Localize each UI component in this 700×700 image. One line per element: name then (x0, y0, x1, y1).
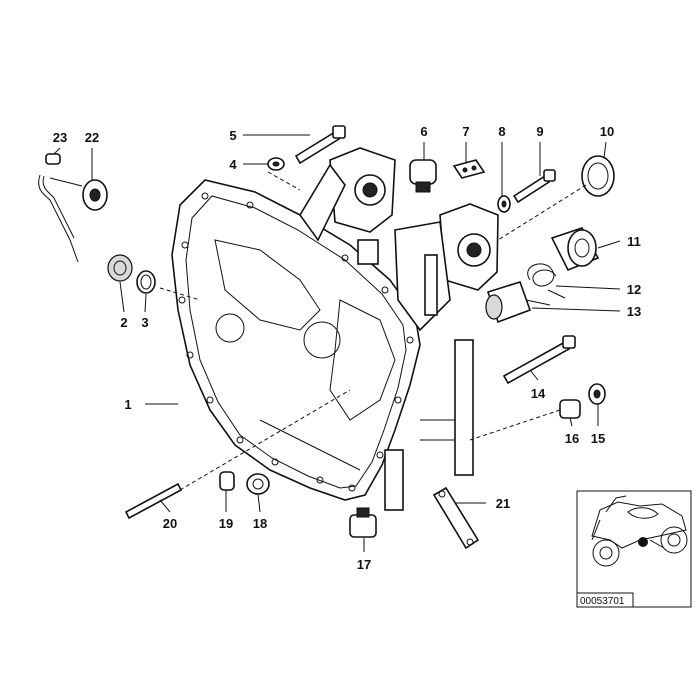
part-3-seal-ring (136, 270, 156, 294)
part-12-spring (527, 263, 566, 299)
callout-18: 18 (253, 516, 267, 531)
part-16-sleeve (559, 399, 581, 419)
callout-19: 19 (219, 516, 233, 531)
part-5-bolt (294, 125, 346, 165)
callout-21: 21 (496, 496, 510, 511)
callout-1: 1 (124, 397, 131, 412)
callout-5: 5 (229, 128, 236, 143)
callout-6: 6 (420, 124, 427, 139)
part-18-bushing (246, 473, 270, 495)
inset-code: 00053701 (580, 596, 625, 607)
part-9-bolt (512, 169, 556, 204)
inset-thumbnail: 00053701 (576, 490, 692, 608)
leader-lines (53, 134, 621, 552)
part-21-bracket (432, 486, 480, 550)
callout-8: 8 (498, 124, 505, 139)
motorcycle-outline-icon (591, 495, 688, 567)
part-11-bearing (550, 227, 600, 272)
callout-12: 12 (627, 282, 641, 297)
part-10-seal (581, 155, 615, 197)
part-22-sensor (38, 174, 108, 263)
part-2-plug (107, 254, 133, 282)
part-4-washer (267, 157, 285, 171)
part-20-rod (124, 482, 183, 520)
part-13-shift-lever (485, 281, 551, 324)
callout-11: 11 (627, 234, 641, 249)
part-8-washer (497, 195, 511, 213)
part-14-long-bolt (502, 335, 576, 385)
location-marker-icon (638, 537, 648, 547)
part-6-cap (409, 159, 437, 193)
callout-10: 10 (600, 124, 614, 139)
callout-7: 7 (462, 124, 469, 139)
part-23-screw (45, 153, 61, 165)
part-19-pin (219, 471, 235, 491)
callout-23: 23 (53, 130, 67, 145)
callout-20: 20 (163, 516, 177, 531)
callout-9: 9 (536, 124, 543, 139)
callout-3: 3 (141, 315, 148, 330)
part-7-block (452, 159, 486, 179)
part-15-washer (588, 383, 606, 405)
callout-17: 17 (357, 557, 371, 572)
transmission-housing (171, 147, 499, 511)
callout-labels: 1 2 3 4 5 6 7 8 9 10 11 12 13 14 15 16 1… (53, 124, 641, 572)
callout-2: 2 (120, 315, 127, 330)
callout-13: 13 (627, 304, 641, 319)
callout-22: 22 (85, 130, 99, 145)
housing-bolt-holes (178, 192, 414, 492)
callout-14: 14 (531, 386, 546, 401)
part-17-drain-plug (349, 507, 377, 538)
callout-15: 15 (591, 431, 605, 446)
callout-4: 4 (229, 157, 237, 172)
callout-16: 16 (565, 431, 579, 446)
